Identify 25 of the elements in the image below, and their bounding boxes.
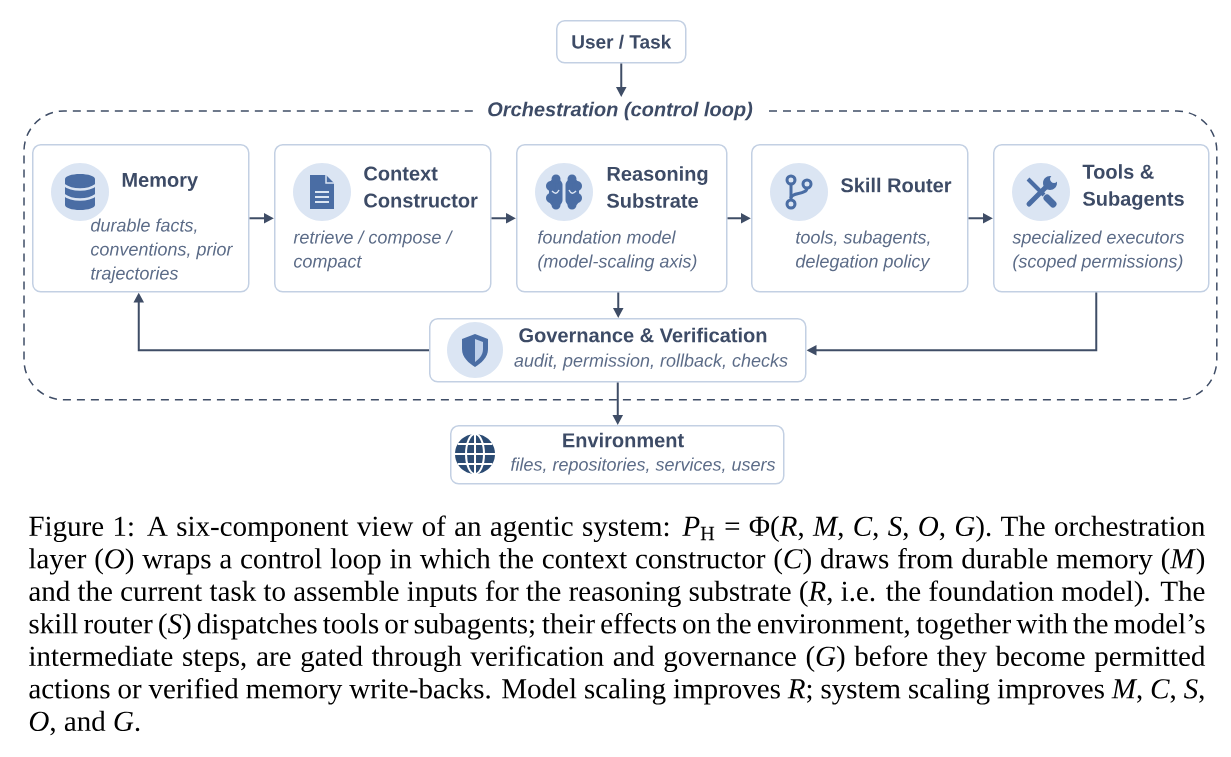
dashed-frame [23, 101, 1218, 401]
process-box [450, 425, 785, 485]
box-title: Environment [563, 432, 684, 448]
box-title: Governance & Verification [519, 327, 767, 343]
process-box [751, 144, 969, 293]
process-box [516, 144, 728, 293]
box-title: Tools & Subagents [1082, 164, 1184, 210]
frame-title: Orchestration (control loop) [488, 101, 753, 121]
process-box [993, 144, 1210, 293]
process-box [32, 144, 250, 293]
box-description: audit, permission, rollback, checks [514, 353, 788, 371]
box-description: specialized executors (scoped permissions) [1012, 230, 1185, 272]
process-box [274, 144, 492, 293]
process-box [429, 318, 807, 383]
box-description: foundation model (model-scaling axis) [538, 230, 697, 272]
box-description: tools, subagents, delegation policy [796, 230, 931, 272]
box-title: Context Constructor [364, 166, 478, 208]
box-title: Memory [122, 173, 198, 191]
box-description: files, repositories, services, users [511, 457, 776, 475]
figure-caption: Figure 1: A six-component view of an agentic system: P$_{H}$ = Φ(R, M, C, S, O, G). The orchestration layer (O) wraps a control loop in which the context constructor (C) draws from durable memory (M) and the current task to assemble inputs for the reasoning substrate (R, i.e. the foundation model). The skill router (S) dispatches tools or subagents; their effects on the environment, together with the model’s intermediate steps, are gated through verification and governance (G) before they become permitted actions or verified memory write-backs. Model scaling improves R; system scaling improves M, C, S, O, and G. [29, 515, 1206, 736]
process-box: User / Task [556, 20, 687, 64]
box-description: retrieve / compose / compact [293, 230, 453, 272]
box-description: durable facts, conventions, prior trajectories [91, 218, 234, 284]
box-title: Reasoning Substrate [606, 166, 708, 208]
box-title: Skill Router [840, 177, 952, 193]
